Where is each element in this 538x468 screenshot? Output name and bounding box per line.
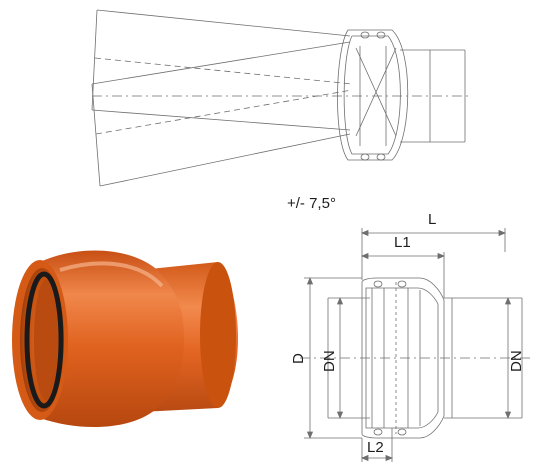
dim-label-L: L <box>428 211 436 228</box>
fitting-spigot-end <box>200 262 236 408</box>
deflected-pipe-lower-end <box>91 83 101 187</box>
socket-body-inner <box>365 287 439 429</box>
socket-bulb-outline <box>337 29 409 161</box>
dim-L-arrows <box>360 229 507 237</box>
deflected-pipe-upper-axis <box>94 57 353 85</box>
fitting-bore <box>34 280 58 400</box>
deflection-drawing <box>91 9 470 187</box>
seal-mark-bottom-2 <box>376 153 386 161</box>
section-seal-bottom-1 <box>373 428 383 436</box>
dim-label-DN-right: DN <box>508 350 525 372</box>
dim-D-arrows <box>306 276 314 440</box>
fitting-socket-body <box>40 250 184 428</box>
dim-DN-left-arrows <box>336 296 344 420</box>
angle-label: +/- 7,5° <box>287 195 336 212</box>
dim-label-L1: L1 <box>394 234 411 251</box>
section-seal-bottom-2 <box>397 428 407 436</box>
deflected-pipe-upper-top <box>96 9 351 37</box>
socket-bulb-inner <box>343 35 401 155</box>
seal-mark-top-1 <box>360 31 370 39</box>
fitting-highlight <box>59 261 164 288</box>
section-drawing <box>300 228 530 462</box>
socket-body-outline <box>361 277 445 439</box>
inner-hatch-2 <box>355 47 397 137</box>
seal-mark-bottom-1 <box>360 153 370 161</box>
dim-L2-arrows <box>360 454 394 462</box>
dim-label-D: D <box>290 353 307 364</box>
pipe-fitting-illustration <box>12 250 238 428</box>
section-seal-top-1 <box>373 280 383 288</box>
section-seal-top-2 <box>397 280 407 288</box>
dim-L1-arrows <box>360 252 446 260</box>
deflected-pipe-upper-bottom <box>91 109 351 131</box>
deflected-pipe-lower-bottom <box>99 133 351 187</box>
deflected-pipe-lower-axis <box>95 89 353 135</box>
seal-mark-top-2 <box>376 31 386 39</box>
dim-label-DN-left: DN <box>321 350 338 372</box>
deflected-pipe-lower-top <box>91 41 351 85</box>
dim-label-L2: L2 <box>367 439 384 456</box>
fitting-seal-ring <box>24 271 64 409</box>
dim-DN-right-arrows <box>504 296 512 420</box>
